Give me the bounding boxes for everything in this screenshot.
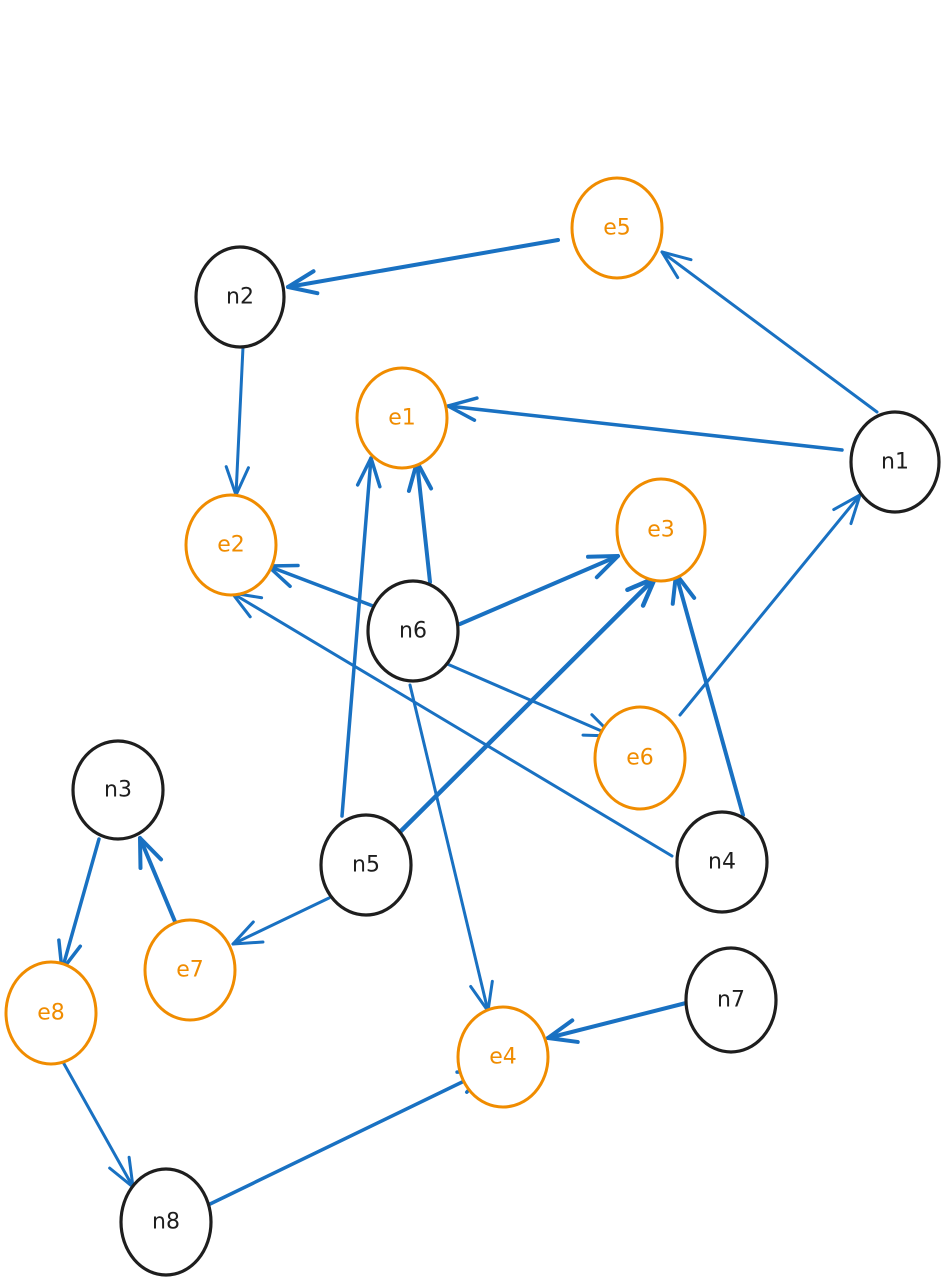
edge-n6-to-e4 (408, 683, 494, 1013)
edge-line (415, 460, 432, 584)
node-e7[interactable]: e7 (143, 918, 237, 1022)
edges-layer (57, 238, 879, 1207)
node-n6[interactable]: n6 (366, 579, 460, 683)
node-circle (184, 493, 278, 597)
node-e1[interactable]: e1 (355, 366, 449, 470)
edge-line (408, 683, 490, 1013)
node-label: e8 (37, 1001, 65, 1026)
arrowhead-icon (231, 920, 265, 946)
arrowhead-icon (138, 836, 164, 870)
node-circle (143, 918, 237, 1022)
edge-line (61, 1060, 135, 1189)
node-label: e4 (489, 1045, 517, 1070)
node-e5[interactable]: e5 (570, 176, 664, 280)
node-n2[interactable]: n2 (194, 245, 286, 349)
node-circle (119, 1167, 213, 1277)
arrowhead-icon (660, 250, 693, 280)
node-label: e5 (603, 216, 631, 241)
edge-line (443, 661, 615, 738)
arrowhead-icon (586, 554, 620, 580)
node-n7[interactable]: n7 (684, 946, 778, 1054)
node-label: n2 (226, 285, 254, 310)
edge-n6-to-e1 (406, 460, 434, 584)
edge-line (395, 575, 658, 837)
node-label: n3 (104, 778, 132, 803)
node-circle (570, 176, 664, 280)
arrowhead-icon (446, 396, 479, 422)
edge-line (206, 1068, 489, 1207)
edge-n2-to-e2 (224, 345, 250, 497)
node-circle (684, 946, 778, 1054)
node-circle (456, 1005, 550, 1109)
edge-line (674, 572, 745, 817)
node-circle (615, 477, 707, 583)
edge-line (138, 836, 178, 926)
node-label: n4 (708, 850, 736, 875)
edge-e8-to-n8 (61, 1060, 135, 1189)
node-label: n7 (717, 988, 745, 1013)
arrowhead-icon (546, 1018, 580, 1044)
node-label: e2 (217, 533, 245, 558)
node-circle (849, 410, 941, 514)
arrowhead-icon (230, 591, 264, 619)
node-label: n6 (399, 619, 427, 644)
edge-n6-to-e6 (443, 661, 615, 738)
node-circle (675, 810, 769, 914)
edge-n6-to-e3 (458, 554, 620, 626)
edge-line (458, 554, 620, 626)
node-n4[interactable]: n4 (675, 810, 769, 914)
node-n3[interactable]: n3 (71, 739, 165, 841)
node-e4[interactable]: e4 (456, 1005, 550, 1109)
edge-line (660, 250, 879, 414)
node-label: n1 (881, 450, 909, 475)
edge-line (340, 456, 373, 818)
edge-n5-to-e7 (231, 896, 331, 946)
edge-n1-to-e1 (446, 396, 844, 452)
node-n1[interactable]: n1 (849, 410, 941, 514)
arrowhead-icon (355, 456, 382, 489)
node-n8[interactable]: n8 (119, 1167, 213, 1277)
node-e2[interactable]: e2 (184, 493, 278, 597)
node-label: e7 (176, 958, 204, 983)
edge-line (546, 1001, 688, 1040)
node-e8[interactable]: e8 (4, 960, 98, 1066)
node-label: e3 (647, 518, 675, 543)
edge-line (234, 345, 245, 497)
edge-line (678, 493, 862, 717)
edge-n1-to-e5 (660, 250, 879, 414)
node-circle (355, 366, 449, 470)
edge-n4-to-e3 (670, 572, 745, 817)
edge-line (266, 564, 375, 608)
edge-line (446, 404, 844, 452)
node-circle (593, 705, 687, 811)
edge-e6-to-n1 (678, 493, 862, 717)
edge-n7-to-e4 (546, 1001, 688, 1044)
node-e3[interactable]: e3 (615, 477, 707, 583)
node-label: e6 (626, 746, 654, 771)
edge-line (230, 591, 674, 858)
edge-line (231, 896, 331, 946)
node-n5[interactable]: n5 (319, 813, 413, 917)
node-label: e1 (388, 406, 416, 431)
edge-n6-to-e2 (266, 563, 375, 608)
edge-line (286, 238, 560, 289)
nodes-layer: n1 n2 n3 n4 n5 n6 n7 n8 e1 e2 e3 e4 e5 e6 e7 e8 (4, 176, 941, 1277)
node-circle (319, 813, 413, 917)
edge-n8-to-e4 (206, 1068, 489, 1207)
edge-n3-to-e8 (57, 837, 101, 972)
node-circle (194, 245, 286, 349)
node-circle (4, 960, 98, 1066)
edge-e5-to-n2 (286, 238, 560, 296)
node-e6[interactable]: e6 (593, 705, 687, 811)
arrowhead-icon (286, 269, 320, 296)
edge-n5-to-e1 (340, 456, 382, 818)
edge-line (60, 837, 101, 972)
node-circle (71, 739, 165, 841)
edge-e7-to-n3 (138, 836, 178, 926)
arrowhead-icon (108, 1155, 135, 1189)
node-label: n8 (152, 1210, 180, 1235)
node-circle (366, 579, 460, 683)
node-label: n5 (352, 853, 380, 878)
